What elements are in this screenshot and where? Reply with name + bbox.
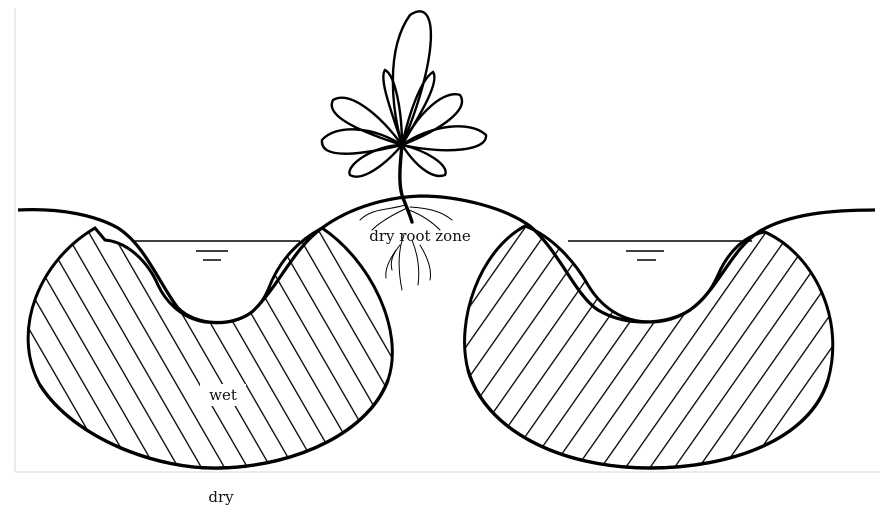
- wet-label: wet: [209, 386, 237, 404]
- plant-icon: [322, 11, 486, 222]
- wet-zone-right: [465, 226, 833, 468]
- roots: [360, 205, 452, 290]
- dry-label: dry: [208, 488, 234, 506]
- wet-zone-left: [28, 228, 392, 468]
- root-zone-label: dry root zone: [369, 227, 471, 245]
